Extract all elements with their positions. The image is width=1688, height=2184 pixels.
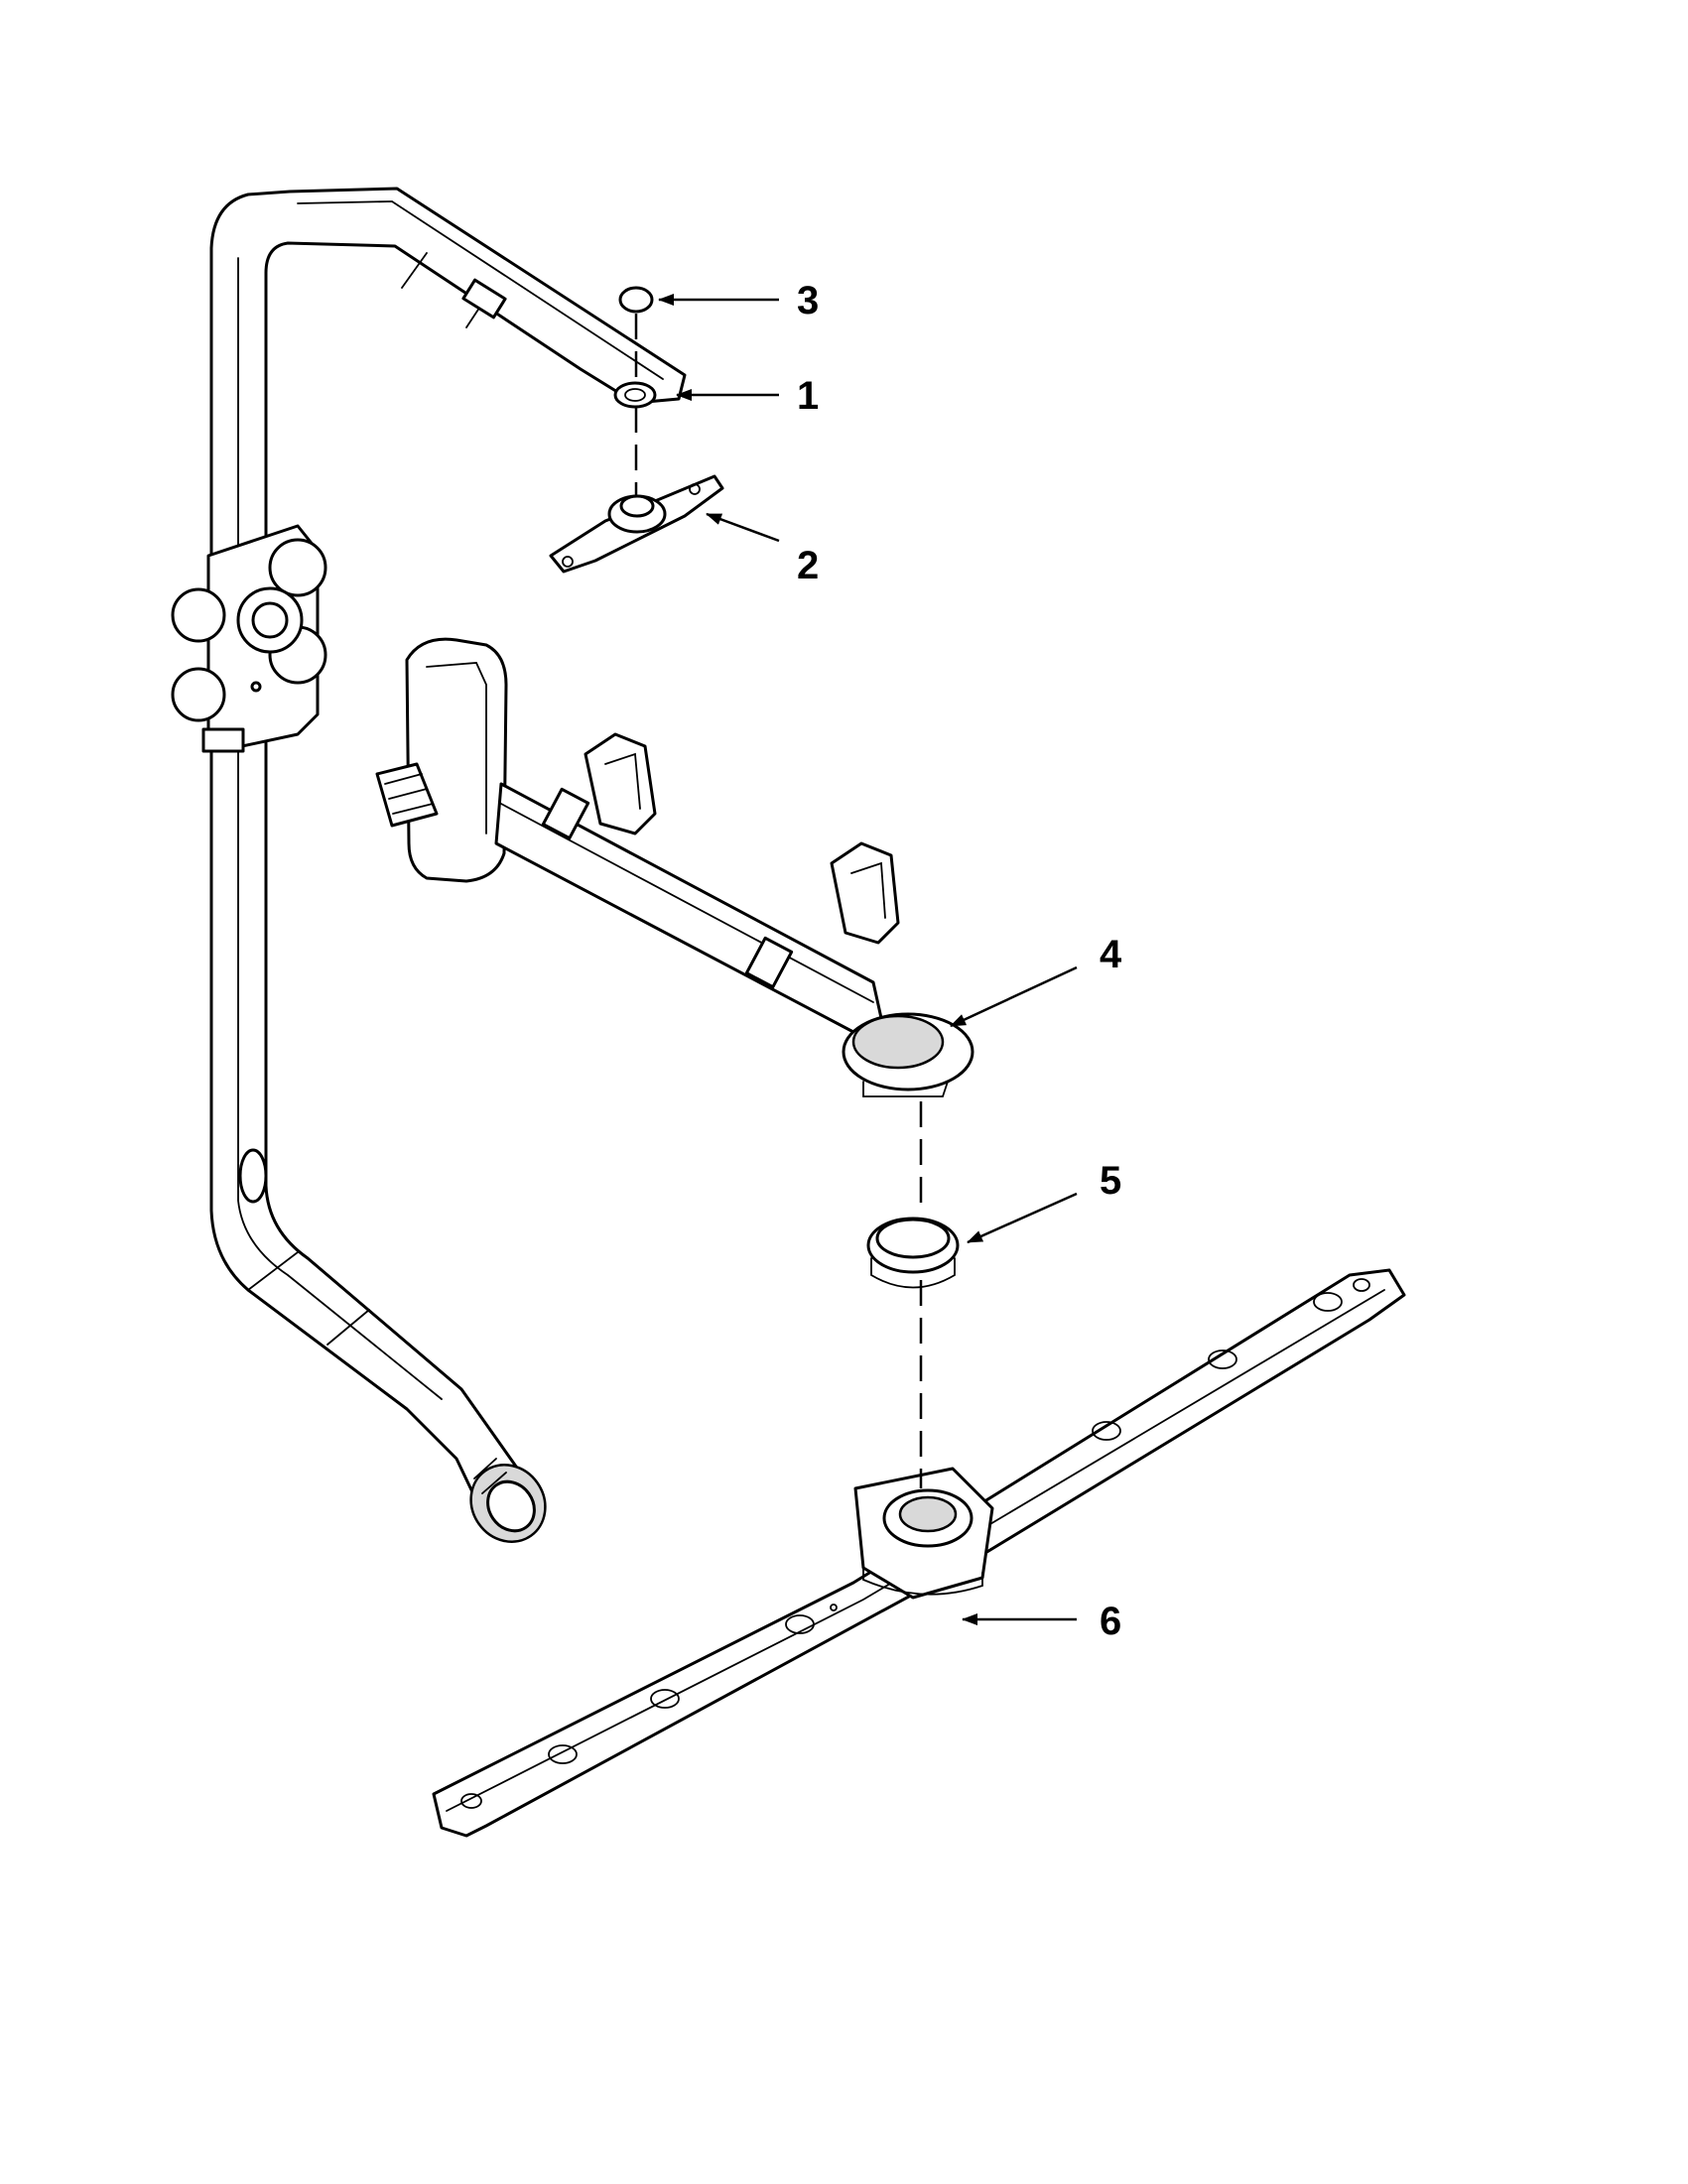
callout-labels: 3 1 2 4 5 6 — [797, 279, 1122, 1643]
leader-2 — [706, 512, 780, 543]
supply-tube — [209, 187, 687, 1543]
callout-leaders — [658, 294, 1078, 1625]
callout-6: 6 — [1100, 1600, 1121, 1643]
callout-5: 5 — [1100, 1159, 1121, 1203]
assembly-centerlines — [634, 314, 923, 1488]
callout-3: 3 — [797, 279, 819, 322]
part-2-upper-spray-arm — [549, 474, 724, 574]
part-1-tube-outlet — [613, 381, 657, 409]
leader-5 — [967, 1192, 1078, 1244]
callout-2: 2 — [797, 544, 819, 587]
callout-4: 4 — [1100, 933, 1122, 976]
leader-4 — [950, 965, 1078, 1028]
callout-1: 1 — [797, 374, 819, 418]
tube-mount-bracket — [171, 524, 327, 753]
part-5-ring-seal — [866, 1217, 960, 1289]
part-3-cap — [618, 286, 654, 314]
part-4-rack-spray-tube — [375, 637, 974, 1097]
part-6-lower-spray-arm — [432, 1268, 1406, 1838]
